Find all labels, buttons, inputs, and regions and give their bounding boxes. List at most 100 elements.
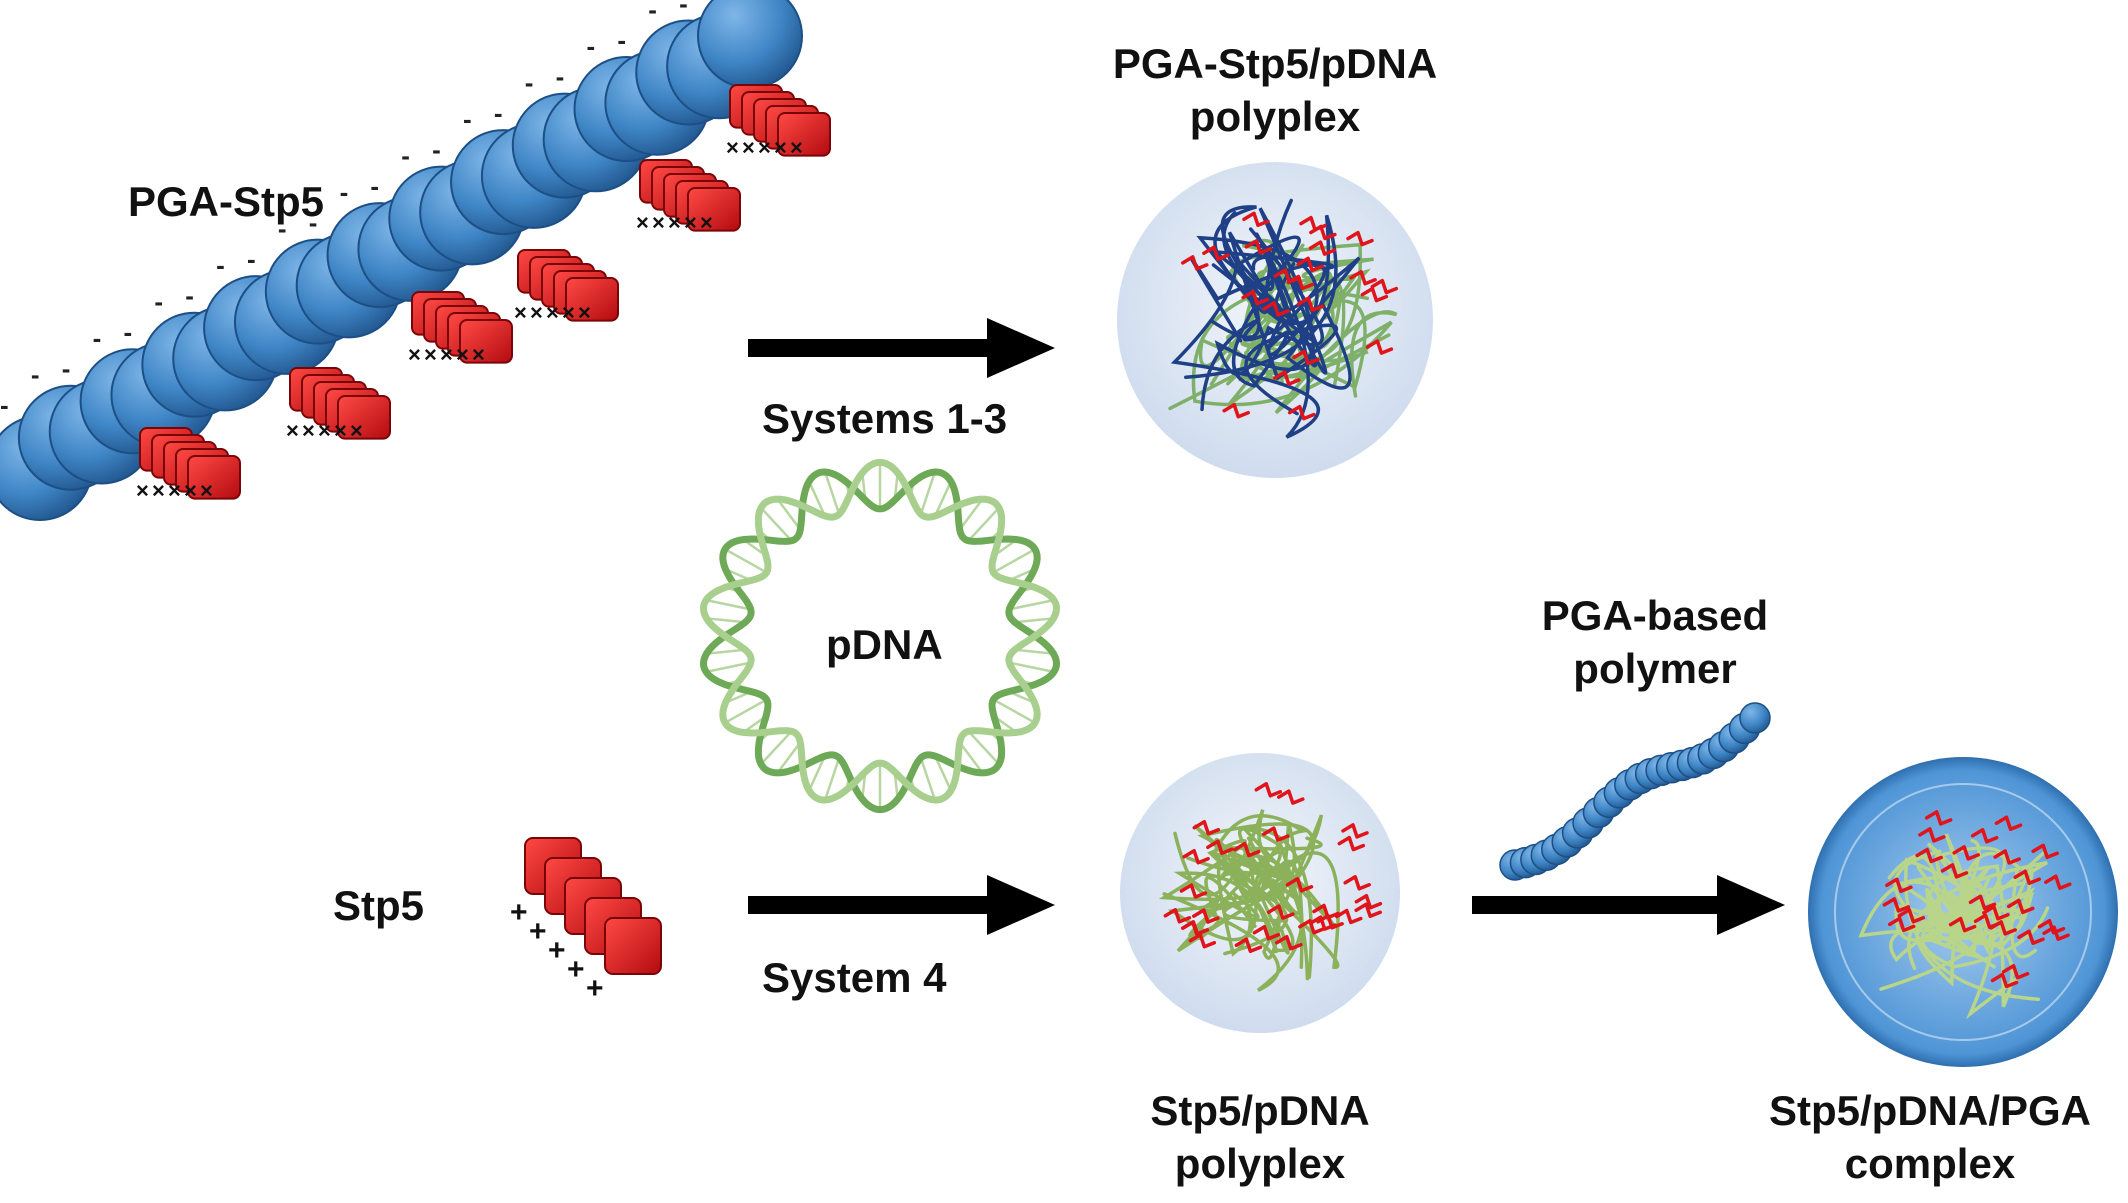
- charge-mark: ×: [774, 135, 787, 160]
- label-system-4: System 4: [762, 954, 947, 1001]
- stp5-stack: +++++: [510, 837, 662, 1005]
- stp5-fragment: [1182, 848, 1210, 865]
- stp5-fragment: [1192, 819, 1221, 836]
- arrow-head: [987, 318, 1055, 378]
- stp5-fragment: [1241, 289, 1269, 306]
- stp5-fragment: [1308, 240, 1337, 256]
- stp5-fragment: [1252, 924, 1281, 941]
- stp5-fragment: [1262, 826, 1290, 842]
- pdna-strand: [1893, 849, 2022, 1020]
- stp5-fragment: [1989, 920, 2017, 936]
- stp5-fragment: [1286, 274, 1315, 291]
- charge-mark: ×: [184, 478, 197, 503]
- stp5-fragment: [1244, 239, 1273, 255]
- negative-charge: -: [401, 141, 410, 171]
- stp5-fragment: [1354, 893, 1383, 910]
- pga-bead: [1739, 702, 1771, 734]
- stp5-fragment: [1346, 230, 1374, 247]
- negative-charge: -: [463, 104, 472, 134]
- pga-strand: [1184, 205, 1338, 380]
- base-pair: [823, 757, 841, 801]
- reaction-arrows: [748, 318, 1785, 935]
- stp5-fragment: [1370, 278, 1399, 295]
- shell-rim: [1834, 783, 2092, 1041]
- stp5-fragment: [1285, 877, 1314, 893]
- charge-mark: ×: [530, 300, 543, 325]
- negative-charge: -: [370, 171, 379, 201]
- stp5-fragment: [1915, 847, 1943, 864]
- dna-backbone: [699, 458, 1061, 804]
- label-stp5-pdna-polyplex: Stp5/pDNA polyplex: [1110, 1085, 1410, 1190]
- base-pair: [706, 648, 746, 655]
- stp5-stack: ×××××: [286, 367, 391, 443]
- base-pair: [1009, 661, 1055, 674]
- stp5-fragment: [1272, 370, 1301, 386]
- stp5-pdna-pga-complex-graphic: [1808, 757, 2118, 1067]
- base-pair: [919, 757, 937, 801]
- negative-charge: -: [556, 61, 565, 91]
- pga-based-polymer-chain: [1499, 702, 1771, 881]
- label-pga-stp5-pdna-polyplex: PGA-Stp5/pDNA polyplex: [1105, 38, 1445, 143]
- stp5-fragment: [1181, 255, 1209, 271]
- base-pair: [776, 741, 802, 774]
- pga-negative-charges: ------------------------: [0, 0, 688, 420]
- label-line: PGA-based: [1541, 592, 1769, 639]
- pdna-strand: [1158, 822, 1316, 902]
- base-pair: [1009, 598, 1055, 611]
- charge-mark: ×: [742, 135, 755, 160]
- stp5-fragment: [2001, 964, 2030, 980]
- base-pair: [958, 498, 984, 531]
- stp5-free-blocks: +++++: [510, 837, 662, 1005]
- charge-mark: ×: [350, 418, 363, 443]
- charge-mark: ×: [152, 478, 165, 503]
- negative-charge: -: [62, 353, 71, 383]
- stp5-block: [687, 187, 741, 232]
- stp5-fragment: [1940, 863, 1969, 879]
- base-pair: [934, 480, 953, 517]
- stp5-fragment: [1948, 916, 1977, 933]
- label-line: Stp5/pDNA/PGA: [1768, 1087, 2091, 1134]
- charge-mark: ×: [168, 478, 181, 503]
- base-pair: [919, 471, 937, 515]
- negative-charge: -: [247, 244, 256, 274]
- stp5-fragment: [1360, 286, 1389, 303]
- stp5-fragment: [2042, 925, 2070, 941]
- base-pair: [776, 498, 802, 531]
- base-pair: [823, 471, 841, 515]
- stp5-fragment: [2017, 929, 2045, 945]
- stp5-fragment: [1222, 402, 1250, 419]
- positive-charge: +: [586, 972, 604, 1005]
- positive-charge: +: [510, 896, 528, 929]
- charge-mark: ×: [790, 135, 803, 160]
- arrow-head: [1717, 875, 1785, 935]
- arrow-shaft: [748, 339, 995, 357]
- charge-mark: ×: [700, 210, 713, 235]
- stp5-fragment: [1242, 211, 1270, 228]
- negative-charge: -: [648, 0, 657, 25]
- stp5-stack: ×××××: [726, 84, 831, 160]
- stp5-fragment: [1254, 782, 1283, 798]
- label-line: polyplex: [1174, 1139, 1346, 1187]
- negative-charge: -: [31, 360, 40, 390]
- positive-charge: +: [548, 934, 566, 967]
- base-pair: [724, 698, 768, 724]
- stp5-fragment: [1337, 835, 1366, 852]
- stp5-fragment: [1233, 841, 1261, 858]
- charge-mark: ×: [302, 418, 315, 443]
- stp5-fragment: [1181, 920, 1210, 936]
- stp5-fragment: [1885, 877, 1913, 894]
- stp5-fragment: [2007, 898, 2035, 915]
- charge-mark: ×: [408, 342, 421, 367]
- charge-mark: ×: [424, 342, 437, 367]
- charge-mark: ×: [440, 342, 453, 367]
- stp5-fragment: [1296, 256, 1324, 273]
- stp5-block: [187, 455, 241, 500]
- stp5-fragment: [2044, 874, 2072, 890]
- stp5-fragment: [1882, 897, 1911, 913]
- arrow-shaft: [748, 896, 995, 914]
- stp5-fragment: [2037, 918, 2066, 935]
- stp5-fragment: [1335, 908, 1363, 925]
- label-stp5-pdna-pga-complex: Stp5/pDNA/PGA complex: [1740, 1085, 2120, 1190]
- negative-charge: -: [617, 25, 626, 55]
